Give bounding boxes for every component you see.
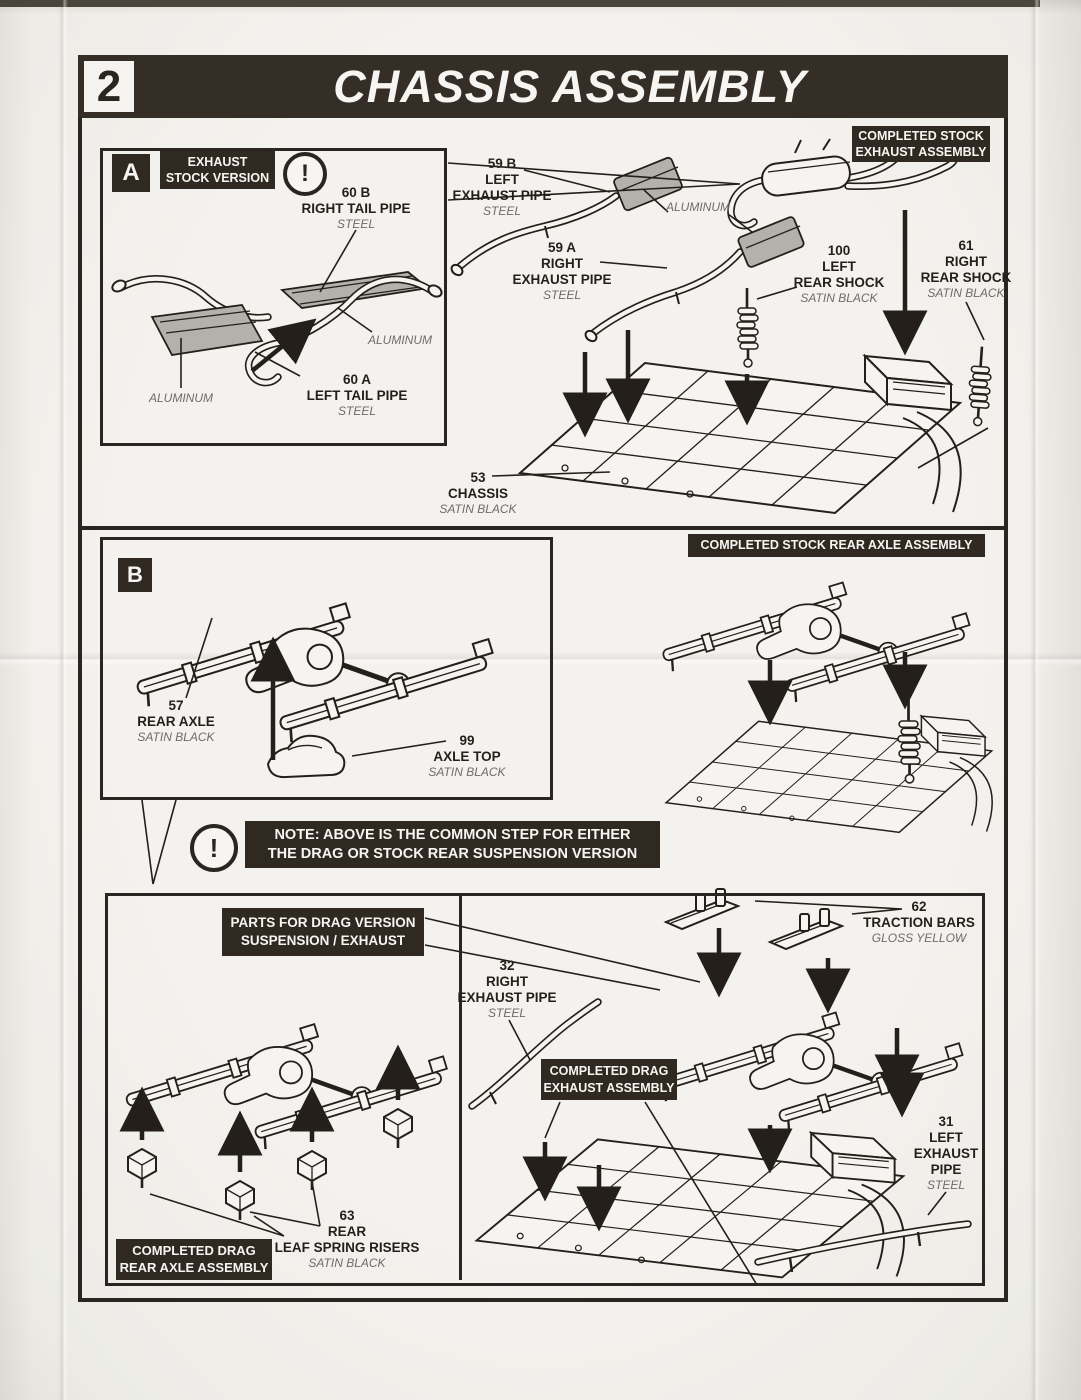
- part-number: 31: [938, 1114, 954, 1129]
- note-banner: NOTE: ABOVE IS THE COMMON STEP FOR EITHE…: [245, 821, 660, 868]
- part-finish: STEEL: [336, 216, 376, 231]
- warning-glyph: !: [301, 160, 309, 187]
- part-name: RIGHT TAIL PIPE: [301, 200, 411, 216]
- step-number: 2: [84, 61, 134, 112]
- part-finish: SATIN BLACK: [137, 729, 215, 744]
- part-name: LEFT EXHAUST PIPE: [452, 171, 552, 203]
- paper-crease: [58, 0, 68, 1400]
- part-label-61-right-rear-shock: 61 RIGHT REAR SHOCK SATIN BLACK: [921, 238, 1012, 300]
- part-finish: STEEL: [482, 203, 521, 218]
- part-name: REAR AXLE: [137, 713, 215, 729]
- part-finish: GLOSS YELLOW: [871, 930, 967, 945]
- completed-stock-exhaust-banner: COMPLETED STOCK EXHAUST ASSEMBLY: [852, 126, 990, 162]
- part-number: 60 A: [342, 372, 372, 387]
- warning-glyph: !: [209, 832, 219, 863]
- part-label-59b-left-exhaust-pipe: 59 B LEFT EXHAUST PIPE STEEL: [452, 156, 551, 218]
- part-label-99-axle-top: 99 AXLE TOP SATIN BLACK: [428, 733, 505, 779]
- part-name: LEFT EXHAUST PIPE: [913, 1129, 979, 1177]
- warning-icon: !: [283, 152, 327, 196]
- part-number: 100: [827, 243, 851, 258]
- completed-drag-exhaust-banner: COMPLETED DRAG EXHAUST ASSEMBLY: [541, 1059, 677, 1100]
- section-b-badge: B: [118, 558, 152, 592]
- part-number: 62: [911, 899, 927, 914]
- part-finish: STEEL: [542, 287, 581, 302]
- part-label-59a-right-exhaust-pipe: 59 A RIGHT EXHAUST PIPE STEEL: [512, 240, 611, 302]
- part-label-62-traction-bars: 62 TRACTION BARS GLOSS YELLOW: [863, 899, 975, 945]
- part-number: 59 B: [487, 156, 517, 171]
- page-title: CHASSIS ASSEMBLY: [333, 60, 807, 112]
- part-number: 60 B: [341, 185, 371, 200]
- part-number: 63: [339, 1208, 355, 1223]
- part-name: AXLE TOP: [433, 748, 501, 764]
- part-name: RIGHT REAR SHOCK: [920, 253, 1012, 285]
- paper-crease: [1030, 0, 1040, 1400]
- drag-box-divider: [459, 896, 462, 1280]
- part-number: 61: [958, 238, 974, 253]
- scan-edge-strip: [0, 0, 1040, 7]
- parts-for-drag-banner: PARTS FOR DRAG VERSION SUSPENSION / EXHA…: [222, 908, 424, 956]
- section-b-box: [100, 537, 553, 800]
- part-finish: SATIN BLACK: [308, 1255, 386, 1270]
- header-bar: [78, 55, 1008, 118]
- part-label-31-left-exhaust-pipe: 31 LEFT EXHAUST PIPE STEEL: [914, 1114, 979, 1192]
- part-label-63-rear-leaf-spring-risers: 63 REAR LEAF SPRING RISERS SATIN BLACK: [275, 1208, 420, 1270]
- part-name: RIGHT EXHAUST PIPE: [512, 255, 612, 287]
- section-a-badge: A: [112, 154, 150, 192]
- part-finish: STEEL: [337, 403, 377, 418]
- part-name: REAR LEAF SPRING RISERS: [274, 1223, 420, 1255]
- part-label-60b-right-tail-pipe: 60 B RIGHT TAIL PIPE STEEL: [301, 185, 410, 231]
- part-finish: SATIN BLACK: [927, 285, 1005, 300]
- part-label-53-chassis: 53 CHASSIS SATIN BLACK: [439, 470, 516, 516]
- part-number: 53: [470, 470, 486, 485]
- part-name: RIGHT EXHAUST PIPE: [457, 973, 557, 1005]
- completed-stock-rear-axle-banner: COMPLETED STOCK REAR AXLE ASSEMBLY: [688, 534, 985, 557]
- part-finish: SATIN BLACK: [800, 290, 878, 305]
- part-finish: STEEL: [487, 1005, 526, 1020]
- part-finish: STEEL: [926, 1177, 966, 1192]
- material-annotation-aluminum: ALUMINUM: [367, 333, 433, 347]
- step-number-text: 2: [96, 61, 122, 111]
- part-label-60a-left-tail-pipe: 60 A LEFT TAIL PIPE STEEL: [307, 372, 408, 418]
- section-divider: [82, 526, 1004, 530]
- warning-icon: !: [190, 824, 238, 872]
- exhaust-stock-version-banner: EXHAUST STOCK VERSION: [160, 151, 275, 189]
- part-number: 57: [168, 698, 184, 713]
- material-annotation-aluminum: ALUMINUM: [148, 391, 214, 405]
- part-name: CHASSIS: [447, 485, 509, 501]
- material-annotation-aluminum: ALUMINUM: [665, 200, 731, 214]
- part-label-100-left-rear-shock: 100 LEFT REAR SHOCK SATIN BLACK: [794, 243, 885, 305]
- part-name: LEFT REAR SHOCK: [793, 258, 885, 290]
- part-finish: SATIN BLACK: [439, 501, 517, 516]
- completed-drag-rear-axle-banner: COMPLETED DRAG REAR AXLE ASSEMBLY: [116, 1239, 272, 1280]
- part-label-57-rear-axle: 57 REAR AXLE SATIN BLACK: [137, 698, 215, 744]
- part-number: 32: [499, 958, 515, 973]
- part-name: TRACTION BARS: [863, 914, 975, 930]
- section-a-box: [100, 148, 447, 446]
- part-number: 99: [459, 733, 475, 748]
- part-name: LEFT TAIL PIPE: [306, 387, 408, 403]
- part-finish: SATIN BLACK: [428, 764, 506, 779]
- part-label-32-right-exhaust-pipe: 32 RIGHT EXHAUST PIPE STEEL: [457, 958, 556, 1020]
- part-number: 59 A: [547, 240, 576, 255]
